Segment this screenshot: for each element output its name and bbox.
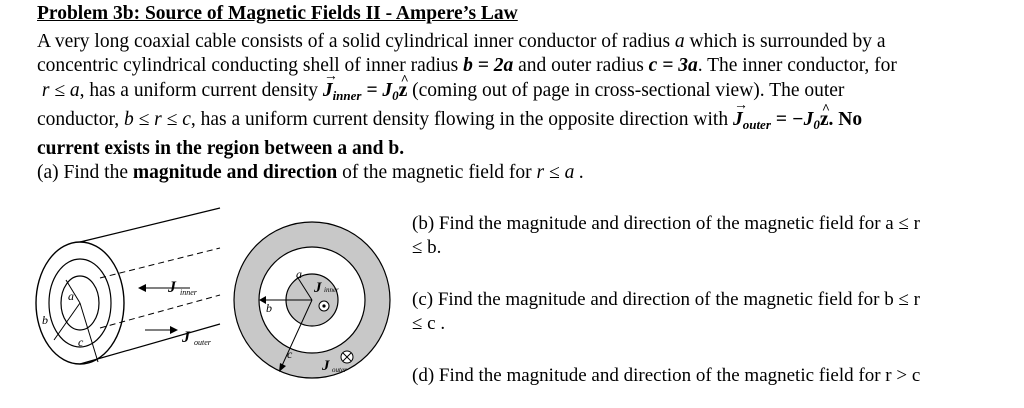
text-span: conductor, xyxy=(37,108,120,130)
problem-statement: A very long coaxial cable consists of a … xyxy=(37,30,1012,161)
cond-outer: b ≤ r ≤ c xyxy=(123,108,191,130)
inner-sub-right: inner xyxy=(324,286,339,294)
text-span: , has a uniform current density flowing … xyxy=(190,108,729,130)
j-outer-label-left: J xyxy=(181,329,191,346)
problem-title: Problem 3b: Source of Magnetic Fields II… xyxy=(37,3,518,24)
var-a: a xyxy=(674,31,685,52)
text-span: and outer radius xyxy=(518,55,644,77)
subscript: 0 xyxy=(813,116,820,132)
label-b-right: b xyxy=(266,301,272,315)
statement-line-1: A very long coaxial cable consists of a … xyxy=(37,30,1012,54)
part-c-line-1: (c) Find the magnitude and direction of … xyxy=(412,289,920,310)
statement-line-3: r ≤ a, has a uniform current density Jin… xyxy=(37,64,1012,108)
text-span: . No xyxy=(828,108,863,130)
eq-c: c = 3a xyxy=(648,55,698,77)
label-c-right: c xyxy=(287,347,293,361)
label-a-left: a xyxy=(68,289,74,303)
subscript: inner xyxy=(332,87,362,103)
text-span: , has a uniform current density xyxy=(79,79,318,101)
cond-inner: r ≤ a xyxy=(41,79,80,101)
outer-sub-left: outer xyxy=(194,338,212,347)
j-outer-label-right: J xyxy=(321,358,330,374)
z-hat: z xyxy=(820,98,830,132)
subscript: outer xyxy=(742,116,771,132)
subscript: 0 xyxy=(392,87,399,103)
label-b-left: b xyxy=(42,313,48,327)
cable-perspective-view xyxy=(35,207,221,365)
cond-a: r ≤ a . xyxy=(536,162,585,183)
text-span: of the magnetic field for xyxy=(342,162,532,183)
part-b: (b) Find the magnitude and direction of … xyxy=(412,212,1012,260)
part-b-line-2: ≤ b. xyxy=(412,237,442,258)
coaxial-cable-figure: a b c J inner J outer a b c J inner J ou… xyxy=(35,207,391,379)
statement-line-4: conductor, b ≤ r ≤ c, has a uniform curr… xyxy=(37,94,1012,137)
part-b-line-1: (b) Find the magnitude and direction of … xyxy=(412,213,920,234)
text-span: which is surrounded by a xyxy=(689,31,886,52)
j-inner-label-left: J xyxy=(167,279,177,296)
part-c: (c) Find the magnitude and direction of … xyxy=(412,288,1012,336)
text-span: concentric cylindrical conducting shell … xyxy=(37,55,459,77)
outer-sub-right: outer xyxy=(332,366,347,374)
text-span: (coming out of page in cross-sectional v… xyxy=(412,79,845,101)
eq-jinner: = J xyxy=(366,79,393,101)
text-span: (a) Find the xyxy=(37,162,128,183)
j-inner-vector: J xyxy=(323,64,338,103)
part-d: (d) Find the magnitude and direction of … xyxy=(412,364,1012,388)
label-c-left: c xyxy=(78,335,84,349)
part-d-line-1: (d) Find the magnitude and direction of … xyxy=(412,365,921,386)
text-span: A very long coaxial cable consists of a … xyxy=(37,31,671,52)
j-outer-vector: J xyxy=(733,94,748,132)
z-hat: z xyxy=(399,68,409,103)
label-a-right: a xyxy=(296,267,302,281)
no-current-note: current exists in the region between a a… xyxy=(37,138,405,160)
text-span: . The inner conductor, for xyxy=(697,55,897,77)
eq-jouter: = −J xyxy=(775,108,814,130)
statement-line-5: current exists in the region between a a… xyxy=(37,137,1012,161)
text-span: magnitude and direction xyxy=(132,162,338,183)
part-a: (a) Find the magnitude and direction of … xyxy=(37,162,584,184)
eq-b: b = 2a xyxy=(463,55,514,77)
part-c-line-2: ≤ c . xyxy=(412,313,446,334)
inner-sub-left: inner xyxy=(180,288,198,297)
statement-line-2: concentric cylindrical conducting shell … xyxy=(37,54,1012,78)
j-inner-label-right: J xyxy=(313,280,322,296)
cable-cross-section xyxy=(233,221,391,379)
